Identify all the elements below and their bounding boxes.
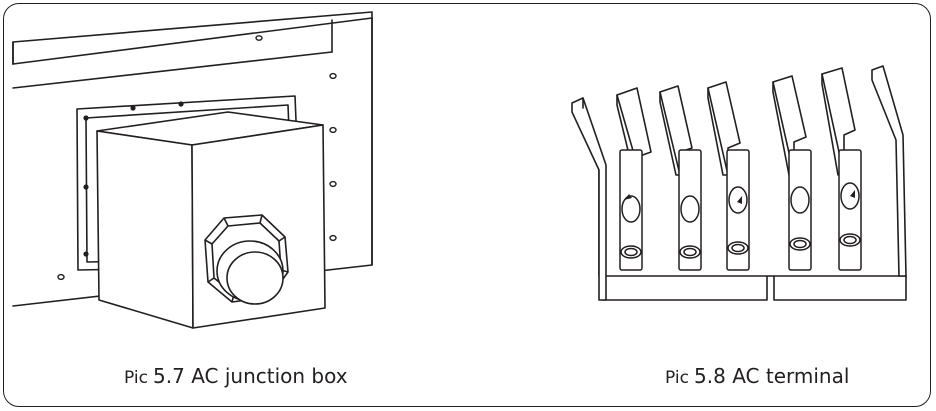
panel-screw-holes — [57, 35, 337, 281]
screw-slot-marks — [624, 190, 855, 204]
caption-ac-terminal: Pic 5.8 AC terminal — [665, 364, 849, 388]
terminal-slots — [619, 149, 862, 271]
caption-ac-junction-box: Pic 5.7 AC junction box — [124, 364, 348, 388]
cable-gland — [204, 214, 289, 305]
caption-text: 5.7 AC junction box — [153, 364, 348, 388]
caption-text: 5.8 AC terminal — [694, 364, 850, 388]
caption-prefix: Pic — [665, 368, 689, 388]
caption-prefix: Pic — [124, 368, 148, 388]
